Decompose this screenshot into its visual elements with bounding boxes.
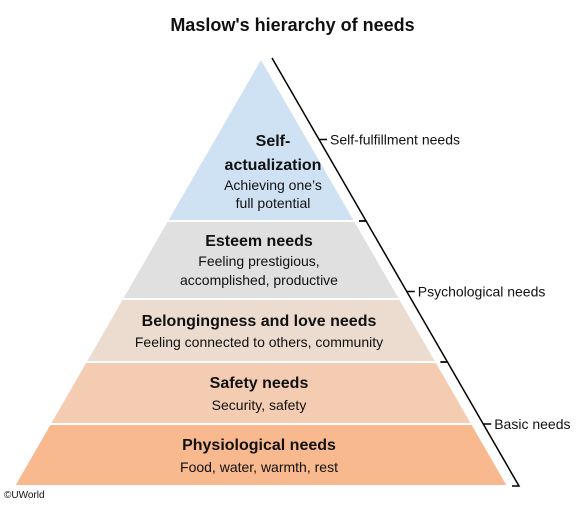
group-label: Self-fulfillment needs [330,132,460,148]
tier-shape [83,298,439,363]
tier-title: Belongingness and love needs [142,313,377,330]
tier-shape [48,361,474,425]
tier-title: Physiological needs [182,437,336,454]
tier-description: Security, safety [212,397,307,413]
group-bracket-3: Basic needs [440,361,571,487]
tier-title: Safety needs [210,375,309,392]
tier-description: accomplished, productive [180,272,338,288]
tier-description: Food, water, warmth, rest [180,459,338,475]
tier-shape [12,423,510,487]
page-title: Maslow's hierarchy of needs [170,15,415,35]
tier-title: Self- [256,133,291,150]
tier-description: Feeling connected to others, community [135,334,383,350]
group-label: Psychological needs [418,284,546,300]
bracket-line [440,361,521,487]
group-label: Basic needs [494,416,570,432]
copyright-notice: ©UWorld [4,490,45,501]
tier-description: Achieving one’s [224,177,322,193]
tier-description: full potential [236,195,311,211]
tier-title: Esteem needs [205,233,313,250]
tier-description: Feeling prestigious, [198,253,319,269]
tier-title: actualization [225,157,322,174]
